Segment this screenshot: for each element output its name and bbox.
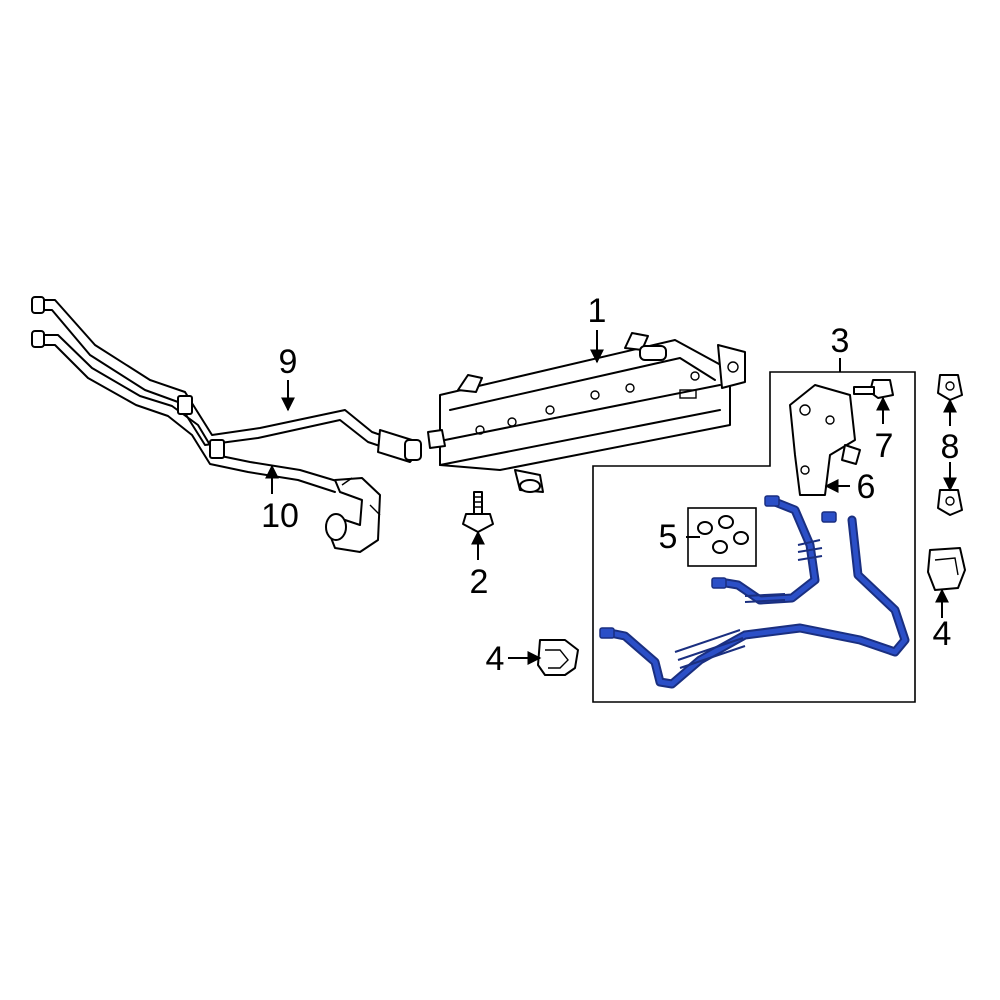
callout-10: 10 xyxy=(261,497,299,535)
cooler-hose-assembly-highlighted[interactable] xyxy=(599,495,910,689)
clip-4-right[interactable] xyxy=(927,547,966,591)
callout-5: 5 xyxy=(659,518,678,556)
cooler-lines-9-10[interactable] xyxy=(31,296,422,553)
callout-7: 7 xyxy=(875,427,894,465)
bolt-2[interactable] xyxy=(462,491,494,533)
leader-arrows xyxy=(265,330,957,665)
callout-4-left: 4 xyxy=(486,640,505,678)
bracket-6[interactable] xyxy=(789,384,861,496)
clip-4-left[interactable] xyxy=(537,639,579,676)
seal-kit-5[interactable] xyxy=(687,507,757,567)
callout-8: 8 xyxy=(941,428,960,466)
assembly-3-box xyxy=(592,371,916,703)
bolt-7[interactable] xyxy=(853,379,894,399)
transmission-cooler-1[interactable] xyxy=(427,332,746,493)
callout-3: 3 xyxy=(831,322,850,360)
callout-9: 9 xyxy=(279,343,298,381)
callout-1: 1 xyxy=(588,292,607,330)
callout-6: 6 xyxy=(857,468,876,506)
callout-2: 2 xyxy=(470,563,489,601)
callout-4-right: 4 xyxy=(933,615,952,653)
